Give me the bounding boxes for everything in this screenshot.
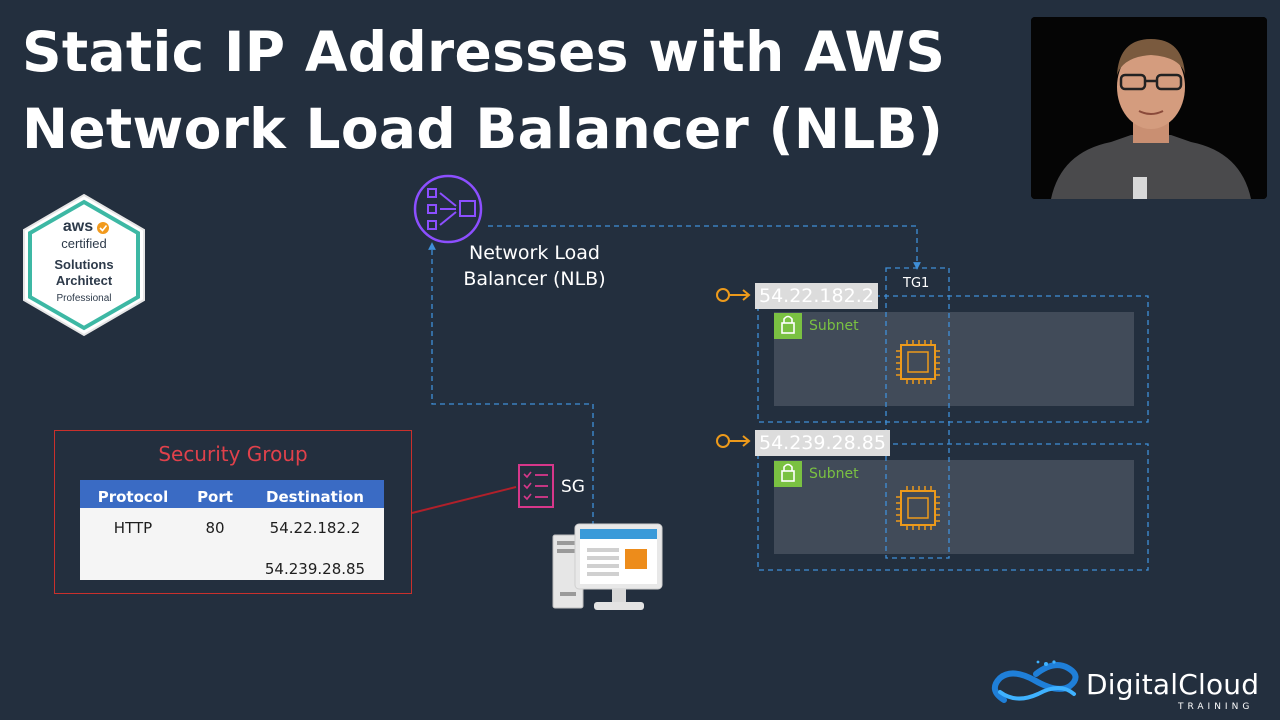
digitalcloud-logo-icon [991, 660, 1079, 703]
security-group-title: Security Group [158, 442, 308, 466]
elastic-ip-icon [716, 434, 751, 448]
table-cell-port: 80 [205, 519, 225, 537]
ec2-instance-icon [896, 340, 940, 384]
sg-connector-line [411, 486, 517, 514]
zone-1-boundary [757, 295, 1149, 423]
table-header-destination: Destination [266, 488, 364, 506]
subnet-1-area [774, 312, 1134, 406]
nlb-label-line-2: Balancer (NLB) [463, 268, 606, 290]
static-ip-1: 54.22.182.2 [759, 285, 874, 307]
badge-certified: certified [61, 236, 107, 251]
subnet-lock-icon [774, 313, 802, 339]
static-ip-2: 54.239.28.85 [759, 432, 886, 454]
subnet-1-label: Subnet [809, 318, 859, 334]
security-group-table: Protocol Port Destination HTTP 80 54.22.… [80, 480, 384, 580]
table-cell-destination: 54.22.182.2 [269, 519, 361, 537]
subnet-lock-icon [774, 461, 802, 487]
sg-label: SG [561, 477, 585, 497]
page-title: Static IP Addresses with AWS Network Loa… [22, 14, 1022, 168]
table-cell-destination: 54.239.28.85 [264, 560, 366, 578]
table-header-protocol: Protocol [97, 488, 169, 506]
nlb-label-line-1: Network Load [469, 242, 600, 264]
network-load-balancer-icon [413, 174, 483, 244]
elastic-ip-icon [716, 288, 751, 302]
badge-line-2: Architect [55, 273, 113, 288]
title-line-1: Static IP Addresses with AWS [22, 20, 946, 84]
table-header-port: Port [197, 488, 233, 506]
security-group-checklist-icon [518, 464, 554, 508]
static-ip-label-1: 54.22.182.2 [755, 283, 878, 309]
badge-brand: aws [62, 218, 94, 235]
table-cell-protocol: HTTP [113, 519, 153, 537]
table-header-row: Protocol Port Destination [80, 480, 384, 508]
static-ip-label-2: 54.239.28.85 [755, 430, 890, 456]
target-group-label: TG1 [903, 276, 930, 291]
brand-name: DigitalCloud [1086, 668, 1260, 701]
subnet-2-label: Subnet [809, 466, 859, 482]
title-line-2: Network Load Balancer (NLB) [22, 97, 944, 161]
subnet-2-area [774, 460, 1134, 554]
security-group-panel [54, 430, 412, 594]
hexagon-badge-icon [23, 193, 145, 337]
zone-2-boundary [757, 443, 1149, 571]
brand-tagline: TRAINING [1178, 702, 1254, 712]
client-to-nlb-line [428, 242, 594, 526]
badge-level: Professional [56, 293, 112, 304]
client-computer-icon [552, 523, 663, 610]
aws-certification-badge [20, 192, 148, 338]
ec2-instance-icon [896, 486, 940, 530]
presenter-figure [1031, 17, 1267, 199]
badge-line-1: Solutions [54, 257, 114, 272]
nlb-label: Network Load Balancer (NLB) [452, 240, 617, 292]
presenter-video [1031, 17, 1267, 199]
